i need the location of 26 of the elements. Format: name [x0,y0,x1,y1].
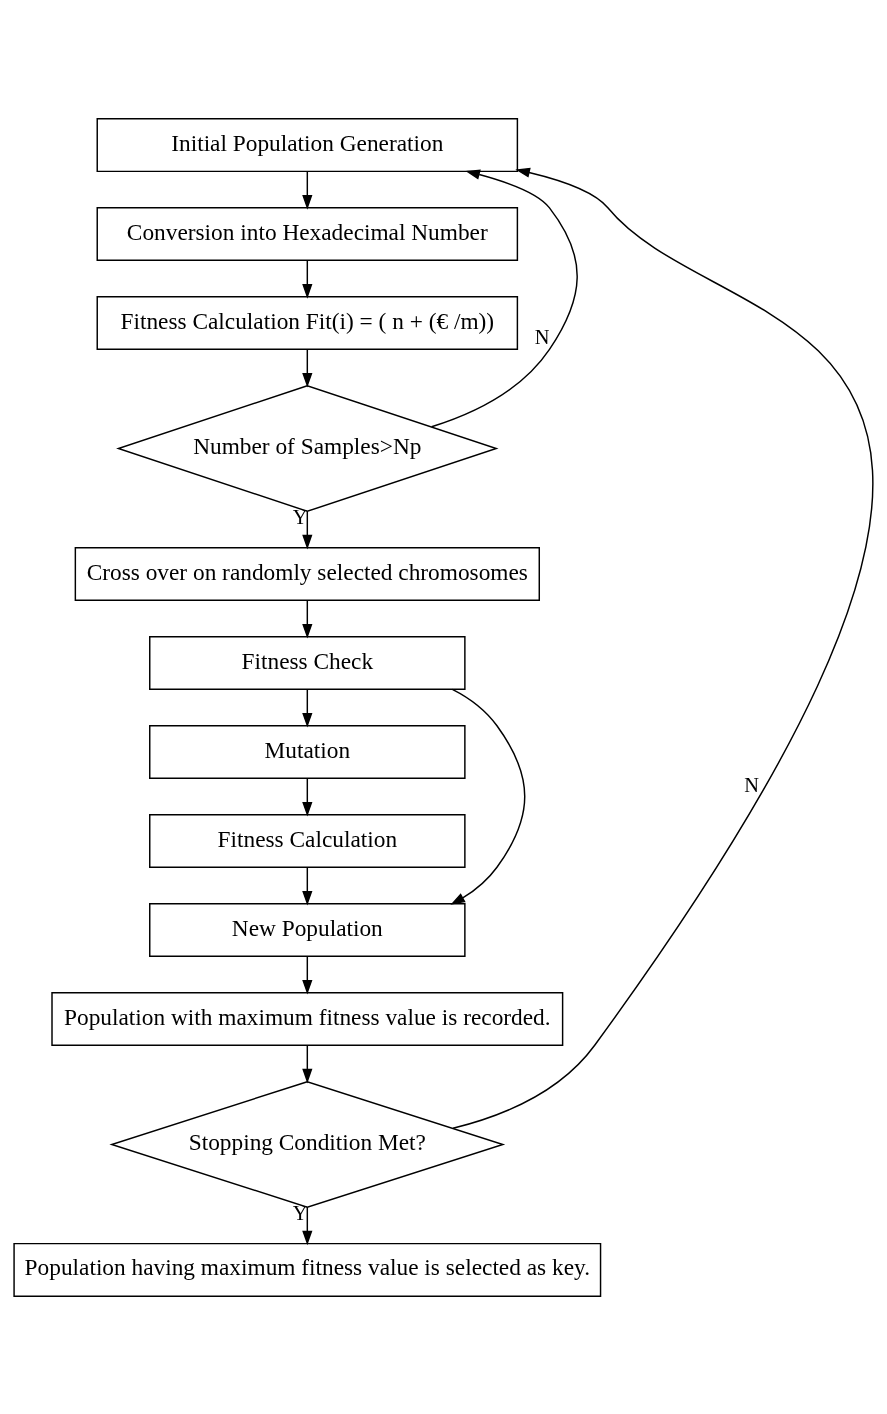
node-box: Cross over on randomly selected chromosomes [74,546,540,601]
arrow [430,169,578,427]
node-box: New Population [149,902,466,957]
node-box: Mutation [149,724,466,779]
arrow [302,510,313,549]
edge-label: N [534,325,550,348]
arrow [302,348,313,388]
arrow [302,1205,313,1245]
arrow [302,170,313,210]
node-box: Population with maximum fitness value is recorded. [51,991,564,1046]
arrow [452,167,872,1129]
node-box: Fitness Calculation Fit(i) = ( n + (€ /m)) [96,295,519,350]
arrow [302,599,313,639]
arrow [302,777,313,817]
edge-label: N [744,773,760,796]
node-box: Conversion into Hexadecimal Number [96,206,519,261]
node-box: Initial Population Generation [96,117,519,172]
arrow [302,1044,313,1083]
node-box: Fitness Check [149,635,466,690]
arrow [450,688,526,905]
node-box: Population having maximum fitness value is selected as key. [13,1242,602,1297]
arrow [302,955,313,995]
arrow [302,688,313,728]
arrow [302,866,313,906]
arrow [302,259,313,299]
node-box: Fitness Calculation [149,813,466,868]
